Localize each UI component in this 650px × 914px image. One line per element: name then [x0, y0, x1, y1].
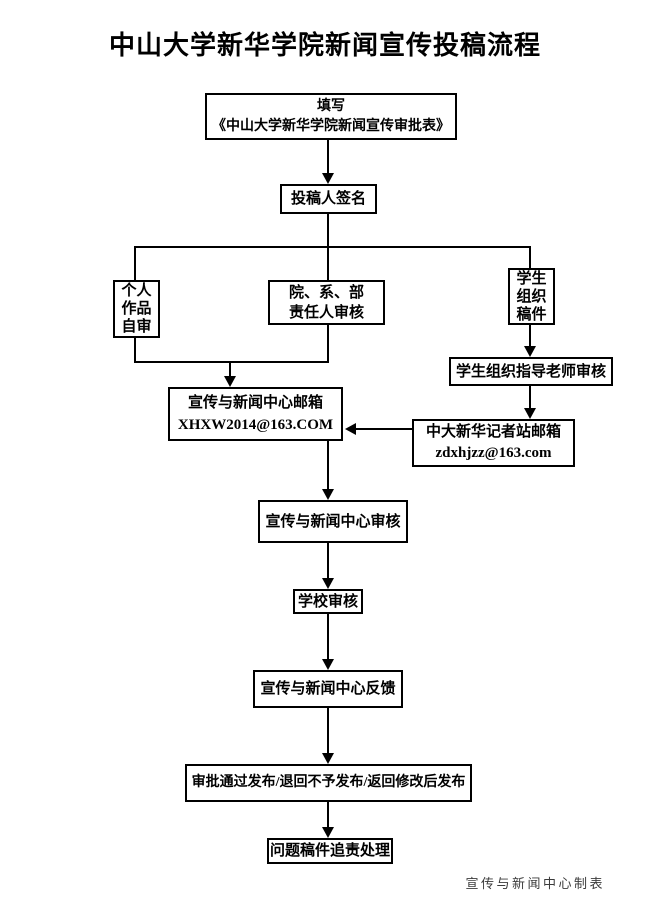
node-student-org-manuscript: 学生 组织 稿件	[508, 268, 555, 325]
node-publicity-news-center-feedback: 宣传与新闻中心反馈	[253, 670, 403, 708]
node-department-review: 院、系、部 责任人审核	[268, 280, 385, 325]
connector-school-to-feedback	[327, 614, 329, 659]
arrowhead-down-icon	[524, 346, 536, 357]
node-school-review: 学校审核	[293, 589, 363, 614]
connector-dept-review-down	[327, 324, 329, 363]
node-personal-self-review: 个人 作品 自审	[113, 280, 160, 338]
connector-feedback-to-result	[327, 708, 329, 754]
arrowhead-down-icon	[322, 489, 334, 500]
connector-student-org-to-teacher	[529, 324, 531, 346]
node-publicity-news-center-review: 宣传与新闻中心审核	[258, 500, 408, 543]
connector-branch-to-student-org	[529, 246, 531, 268]
arrowhead-left-icon	[345, 423, 356, 435]
node-publicity-news-center-mailbox: 宣传与新闻中心邮箱 XHXW2014@163.COM	[168, 387, 343, 441]
connector-self-review-down	[134, 337, 136, 363]
node-fill-approval-form: 填写 《中山大学新华学院新闻宣传审批表》	[205, 93, 457, 140]
node-publish-decision: 审批通过发布/退回不予发布/返回修改后发布	[185, 764, 472, 802]
node-advisor-teacher-review: 学生组织指导老师审核	[449, 357, 613, 386]
arrowhead-down-icon	[322, 753, 334, 764]
node-reporter-station-mailbox: 中大新华记者站邮箱 zdxhjzz@163.com	[412, 419, 575, 467]
connector-branch-to-self-review	[134, 246, 136, 280]
connector-center-review-to-school	[327, 543, 329, 578]
arrowhead-down-icon	[224, 376, 236, 387]
arrowhead-down-icon	[524, 408, 536, 419]
connector-fill-to-sign	[327, 140, 329, 173]
node-problem-accountability: 问题稿件追责处理	[267, 838, 393, 864]
connector-branch-rail	[134, 246, 531, 248]
connector-mailbox-to-center-review	[327, 441, 329, 489]
connector-sign-to-branch	[327, 214, 329, 248]
connector-branch-to-dept-review	[327, 246, 329, 280]
connector-teacher-to-reporter-mailbox	[529, 385, 531, 408]
arrowhead-down-icon	[322, 578, 334, 589]
arrowhead-down-icon	[322, 827, 334, 838]
connector-result-to-accountability	[327, 802, 329, 827]
page-title: 中山大学新华学院新闻宣传投稿流程	[108, 31, 541, 60]
arrowhead-down-icon	[322, 659, 334, 670]
footer-credit: 宣传与新闻中心制表	[465, 876, 605, 891]
arrowhead-down-icon	[322, 173, 334, 184]
node-contributor-signature: 投稿人签名	[280, 184, 377, 214]
connector-reporter-to-center-mailbox	[356, 428, 412, 430]
connector-merge-rail	[134, 361, 329, 363]
connector-merge-to-center-mailbox	[229, 361, 231, 377]
